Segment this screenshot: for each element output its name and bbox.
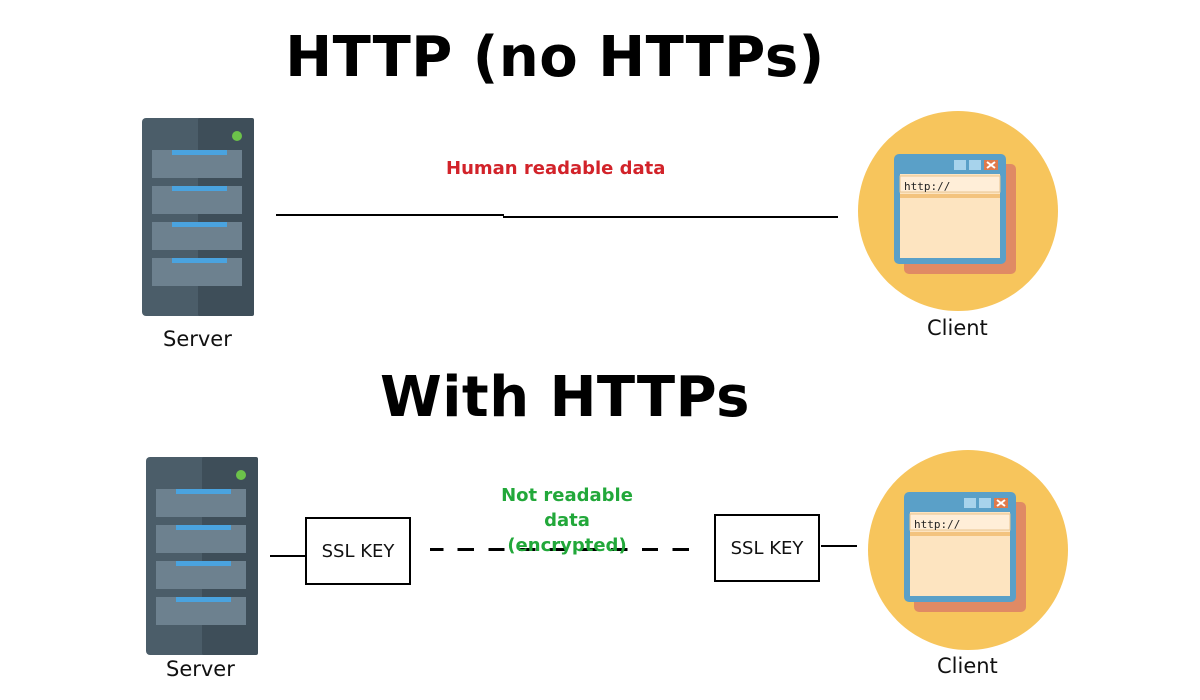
connection-line [503,216,838,218]
connection-line [270,555,306,557]
address-bar-text: http:// [904,180,951,193]
human-readable-data-label: Human readable data [446,158,666,179]
ssl-key-box: SSL KEY [714,514,820,582]
server-label: Server [163,327,232,351]
https-section-title: With HTTPs [379,365,751,430]
encrypted-data-label: Not readable data (encrypted) [480,483,654,558]
http-section-title: HTTP (no HTTPs) [285,25,825,90]
browser-window-icon [868,450,1068,650]
browser-window-icon [858,111,1058,311]
encrypted-data-label-line1: Not readable data [501,485,633,531]
server-icon [146,457,258,655]
client-label: Client [937,654,998,678]
address-bar-text: http:// [914,518,961,531]
ssl-key-box: SSL KEY [305,517,411,585]
connection-line [821,545,857,547]
encrypted-connection-line [430,548,692,551]
client-label: Client [927,316,988,340]
server-icon [142,118,254,316]
server-label: Server [166,657,235,681]
encrypted-data-label-line2: (encrypted) [507,535,627,556]
connection-line [276,214,504,216]
